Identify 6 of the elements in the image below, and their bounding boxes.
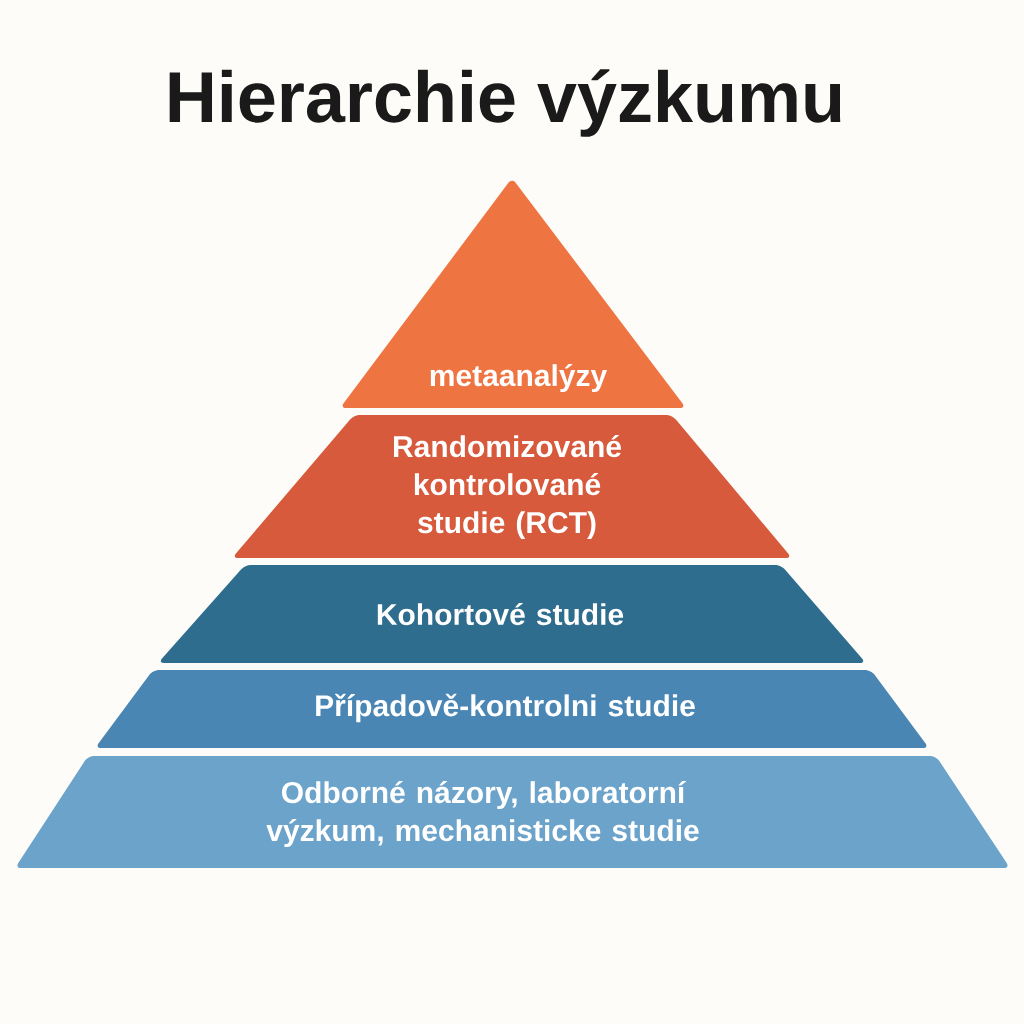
title: Hierarchie výzkumu bbox=[169, 69, 841, 137]
pyramid-tier: Randomizované kontrolované studie (RCT) bbox=[234, 415, 790, 558]
pyramid-tier: Kohortové studie bbox=[160, 565, 864, 663]
pyramid-top: metaanalýzy bbox=[342, 180, 684, 408]
pyramid-tier: Odborné názory, laboratorní výzkum, mechanisticke studie bbox=[17, 756, 1008, 868]
pyramid-tier: Případově-kontrolni studie bbox=[97, 670, 927, 748]
